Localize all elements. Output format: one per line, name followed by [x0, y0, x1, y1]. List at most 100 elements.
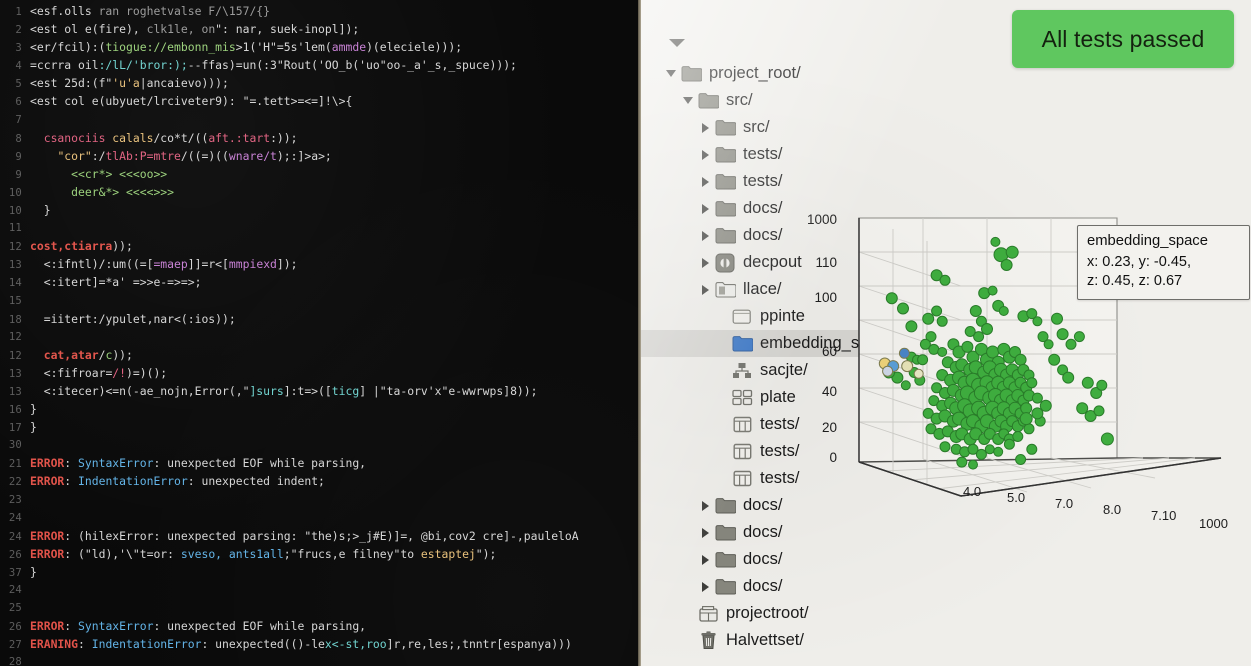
code-line[interactable]: 16}	[0, 400, 641, 418]
tree-item-projectroot[interactable]: projectroot/	[641, 600, 903, 627]
code-token: ] |"ta-orv'x"e-wwrwps]8));	[359, 383, 538, 398]
code-token: ]r,re,les;,tnntr[espanya)))	[386, 637, 572, 652]
code-line[interactable]: 14 <:itert]=*a' =>>e-=>=>;	[0, 273, 641, 291]
tree-item-label: ppinte	[760, 307, 805, 326]
code-line[interactable]: 10 }	[0, 201, 641, 219]
tree-item-project-root[interactable]: project_root/	[641, 60, 903, 87]
caret-right-icon[interactable]	[697, 527, 713, 538]
caret-right-icon[interactable]	[697, 176, 713, 187]
folder-icon	[713, 173, 737, 190]
chart-x-tick: 5.0	[1007, 490, 1026, 505]
tree-item-halvettset[interactable]: Halvettset/	[641, 627, 903, 654]
caret-down-icon[interactable]	[680, 97, 696, 104]
code-token: ERROR	[30, 474, 65, 489]
chevron-down-icon	[669, 39, 685, 47]
code-line[interactable]: 8 csanociis calals/co*t/((aft.:tart:));	[0, 129, 641, 147]
folder-open-icon	[713, 281, 737, 298]
caret-right-icon[interactable]	[697, 500, 713, 511]
code-token: ticg	[331, 383, 360, 398]
folder-icon	[713, 119, 737, 136]
scatter-point	[993, 446, 1004, 457]
code-lines[interactable]: 1<esf.olls ran roghetvalse F/\157/{}2<es…	[0, 2, 641, 666]
scatter-point	[1019, 412, 1033, 426]
code-line[interactable]: 6<est col e(ubyuet/lrciveter9): "=.tett>…	[0, 92, 641, 110]
caret-right-icon[interactable]	[697, 257, 713, 268]
code-token: ERROR	[30, 619, 65, 634]
code-token: :	[64, 456, 79, 471]
tree-item-docs[interactable]: docs/	[641, 573, 903, 600]
tree-item-label: src/	[726, 91, 753, 110]
code-line[interactable]: 13 <:fifroar=/!)=)();	[0, 364, 641, 382]
code-line[interactable]: 28	[0, 653, 641, 666]
tree-item-label: tests/	[743, 145, 783, 164]
code-line[interactable]: 18 =iitert:/ypulet,nar<(:ios));	[0, 310, 641, 328]
caret-right-icon[interactable]	[697, 122, 713, 133]
caret-right-icon[interactable]	[697, 554, 713, 565]
code-text: ERROR: ("ld),'\"t=or: sveso, ants1all;"f…	[30, 545, 641, 563]
line-number: 26	[8, 548, 22, 561]
code-line[interactable]: 9 <<cr*> <<<oo>>	[0, 165, 641, 183]
code-line[interactable]: 24	[0, 581, 641, 599]
code-line[interactable]: 13 <:ifntl)/:um((=[=maep]]=r<[mmpiexd]);	[0, 255, 641, 273]
code-line[interactable]: 37}	[0, 563, 641, 581]
scatter-point	[1100, 432, 1114, 446]
line-number: 22	[8, 476, 22, 489]
code-line[interactable]: 5<est 25d:(f"'u'a|ancaievo)));	[0, 74, 641, 92]
code-line[interactable]: 24	[0, 509, 641, 527]
line-number: 25	[8, 602, 22, 615]
caret-right-icon[interactable]	[697, 203, 713, 214]
code-line[interactable]: 3<er/fcil):(tiogue://embonn_mis>1('H"=5s…	[0, 38, 641, 56]
tree-item-src[interactable]: src/	[641, 87, 903, 114]
code-editor-panel[interactable]: 1<esf.olls ran roghetvalse F/\157/{}2<es…	[0, 0, 641, 666]
code-line[interactable]: 4=ccrra oil:/lL/'bror:);--ffas)=un(:3"Ro…	[0, 56, 641, 74]
caret-right-icon[interactable]	[697, 230, 713, 241]
scatter-point	[1043, 339, 1054, 350]
code-line[interactable]: 12	[0, 328, 641, 346]
tree-item-tests[interactable]: tests/	[641, 168, 903, 195]
code-line[interactable]: 25	[0, 599, 641, 617]
code-line[interactable]: 15	[0, 292, 641, 310]
scatter-point-outlier	[913, 368, 924, 379]
code-text: =ccrra oil:/lL/'bror:);--ffas)=un(:3"Rou…	[30, 56, 641, 74]
code-line[interactable]: 12 cat,atar/c));	[0, 346, 641, 364]
code-line[interactable]: 13 <:itecer)<=n(-ae_nojn,Error(,"]surs]:…	[0, 382, 641, 400]
package-icon	[713, 253, 737, 273]
scatter-point	[1093, 405, 1105, 417]
line-number: 12	[8, 330, 22, 343]
status-badge-label: All tests passed	[1041, 25, 1205, 52]
folder-icon	[696, 92, 720, 109]
code-line[interactable]: 1<esf.olls ran roghetvalse F/\157/{}	[0, 2, 641, 20]
code-token: }	[30, 402, 37, 417]
line-number: 5	[15, 78, 22, 91]
caret-right-icon[interactable]	[697, 149, 713, 160]
code-line[interactable]: 9 "cor":/tlAb:P=mtre/((=)((wnare/t);:]>a…	[0, 147, 641, 165]
caret-down-icon[interactable]	[663, 70, 679, 77]
code-line[interactable]: 7	[0, 111, 641, 129]
code-token: ");	[475, 546, 497, 561]
code-token: >1('H"=5s'lem(	[235, 40, 332, 55]
code-line[interactable]: 2<est ol e(fire), clk1le, on": nar, suek…	[0, 20, 641, 38]
tree-collapse-all-button[interactable]	[641, 26, 903, 60]
chart-y-tick: 60	[821, 344, 837, 359]
tree-item-tests[interactable]: tests/	[641, 141, 903, 168]
code-line[interactable]: 30	[0, 436, 641, 454]
code-line[interactable]: 17}	[0, 418, 641, 436]
caret-right-icon[interactable]	[697, 581, 713, 592]
folder-icon	[715, 525, 736, 541]
scatter-point	[939, 274, 951, 286]
code-line[interactable]: 11	[0, 219, 641, 237]
chart-x-tick: 7.10	[1151, 508, 1177, 523]
code-line[interactable]: 23	[0, 491, 641, 509]
code-token: <est col e(ubyuet/lrciveter9): "=.tett>=…	[30, 94, 353, 109]
code-token: x<-st,roo	[324, 637, 387, 652]
code-line[interactable]: 26 ERROR: ("ld),'\"t=or: sveso, ants1all;…	[0, 545, 641, 563]
tree-item-src[interactable]: src/	[641, 114, 903, 141]
caret-right-icon[interactable]	[697, 284, 713, 295]
code-line[interactable]: 10 deer&*> <<<<>>>	[0, 183, 641, 201]
